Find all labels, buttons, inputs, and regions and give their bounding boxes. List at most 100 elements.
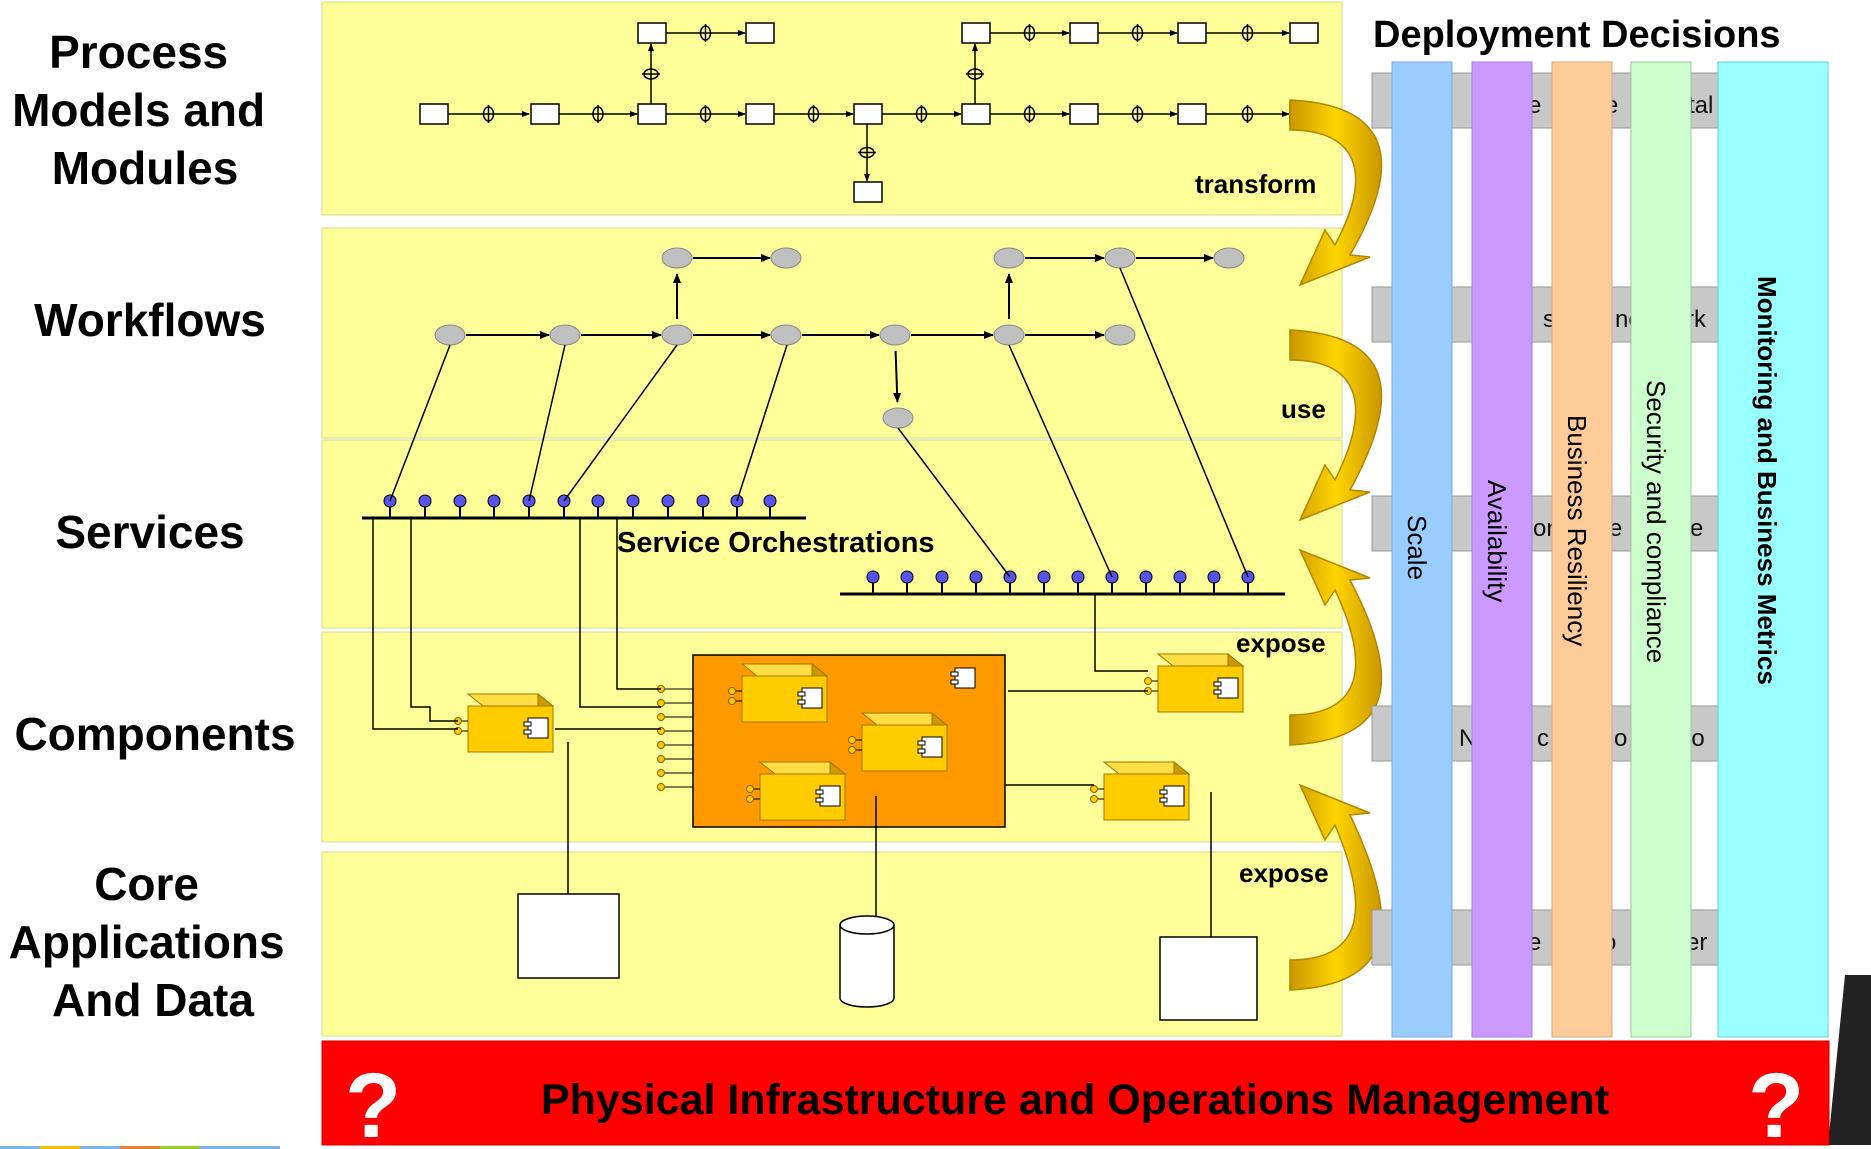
process-valve-icon <box>915 105 928 123</box>
workflow-node <box>1104 247 1136 269</box>
database-icon <box>839 915 895 1008</box>
core-line-3: And Data <box>52 974 254 1026</box>
workflow-to-service-link <box>897 427 1011 578</box>
component-box <box>746 760 847 822</box>
service-port <box>696 494 710 508</box>
deployment-bars: Scale Availability Business Resiliency S… <box>1391 61 1829 1038</box>
workflow-node <box>770 247 802 269</box>
component-icon <box>527 717 549 739</box>
component-icon <box>1163 785 1185 807</box>
deployment-label-scale: Scale <box>1402 515 1432 580</box>
process-box <box>530 103 560 125</box>
process-box <box>961 103 991 125</box>
workflow-node <box>549 324 581 346</box>
infrastructure-bar: Physical Infrastructure and Operations M… <box>321 1040 1830 1149</box>
workflow-to-service-link <box>736 344 788 502</box>
component-wire <box>372 518 458 730</box>
deployment-bar-scale <box>1391 61 1453 1038</box>
component-port <box>1144 677 1152 685</box>
process-line-1: Process <box>49 26 228 78</box>
workflow-to-service-link <box>1008 344 1113 578</box>
process-line-3: Modules <box>52 142 239 194</box>
process-valve-icon <box>1023 24 1036 42</box>
component-port <box>746 785 754 793</box>
service-port <box>866 570 880 584</box>
core-application-box-left <box>517 893 620 979</box>
arrow-label-expose-1: expose <box>1236 628 1326 658</box>
process-box <box>637 103 667 125</box>
process-box <box>961 22 991 44</box>
component-wire <box>616 518 661 690</box>
deployment-label-business-resiliency: Business Resiliency <box>1562 415 1592 646</box>
component-box <box>728 662 829 724</box>
workflow-node <box>993 324 1025 346</box>
layer-title-core: Core Applications And Data <box>9 858 298 1026</box>
component-port <box>657 741 665 749</box>
workflow-to-service-link <box>389 344 451 502</box>
row4-fragment-c: o <box>1614 725 1627 752</box>
workflow-node <box>882 407 914 429</box>
service-port <box>763 494 777 508</box>
component-port <box>728 697 736 705</box>
process-line-2: Models and <box>12 84 265 136</box>
bottom-colour-strip <box>0 1146 280 1149</box>
core-line-2: Applications <box>9 916 285 968</box>
component-box <box>454 692 555 754</box>
core-application-box-right <box>1159 936 1258 1021</box>
layer-title-services: Services <box>55 506 244 558</box>
row1-fragment-c: tal <box>1688 92 1713 119</box>
service-port <box>969 570 983 584</box>
component-port <box>657 783 665 791</box>
process-box <box>853 181 883 203</box>
service-orchestrations-label: Service Orchestrations <box>617 527 935 559</box>
deployment-bar-business-resiliency <box>1551 61 1613 1038</box>
component-box <box>1144 652 1245 714</box>
workflow-to-service-link <box>563 344 678 502</box>
component-port <box>657 769 665 777</box>
workflow-node <box>993 247 1025 269</box>
decorative-prism <box>1828 975 1871 1145</box>
process-box <box>745 22 775 44</box>
service-port <box>1071 570 1085 584</box>
layer-title-workflows: Workflows <box>34 294 266 346</box>
deployment-bar-security <box>1630 61 1692 1038</box>
component-icon <box>954 667 976 689</box>
component-box <box>1090 760 1191 822</box>
component-box <box>848 711 949 773</box>
services-layer-band <box>321 439 1343 629</box>
workflow-to-service-link <box>528 344 566 502</box>
arrow-label-transform: transform <box>1195 169 1316 199</box>
workflow-node <box>661 324 693 346</box>
process-box <box>1177 22 1207 44</box>
component-port <box>1090 795 1098 803</box>
process-valve-icon <box>699 24 712 42</box>
service-port <box>453 494 467 508</box>
service-port <box>626 494 640 508</box>
service-port <box>661 494 675 508</box>
workflow-graph <box>434 247 1245 429</box>
gold-arrow-icon <box>1289 548 1383 746</box>
deployment-bar-availability <box>1471 61 1533 1038</box>
process-box <box>1069 22 1099 44</box>
component-port <box>657 699 665 707</box>
process-valve-icon <box>699 105 712 123</box>
component-wire <box>579 518 661 708</box>
workflow-edge <box>893 350 902 404</box>
workflow-to-service-link <box>1119 267 1249 578</box>
process-valve-icon <box>1023 105 1036 123</box>
component-port <box>1090 785 1098 793</box>
layer-title-process: Process Models and Modules <box>12 26 278 194</box>
component-port <box>657 755 665 763</box>
service-port <box>591 494 605 508</box>
gold-arrow-icon <box>1289 783 1383 991</box>
process-box <box>1289 22 1319 44</box>
process-valve-icon <box>966 68 984 80</box>
component-port <box>848 736 856 744</box>
service-buses <box>362 267 1285 596</box>
component-port <box>848 746 856 754</box>
process-valve-icon <box>1131 24 1144 42</box>
question-mark-left: ? <box>345 1055 401 1149</box>
component-icon <box>921 736 943 758</box>
deployment-label-availability: Availability <box>1482 480 1512 602</box>
